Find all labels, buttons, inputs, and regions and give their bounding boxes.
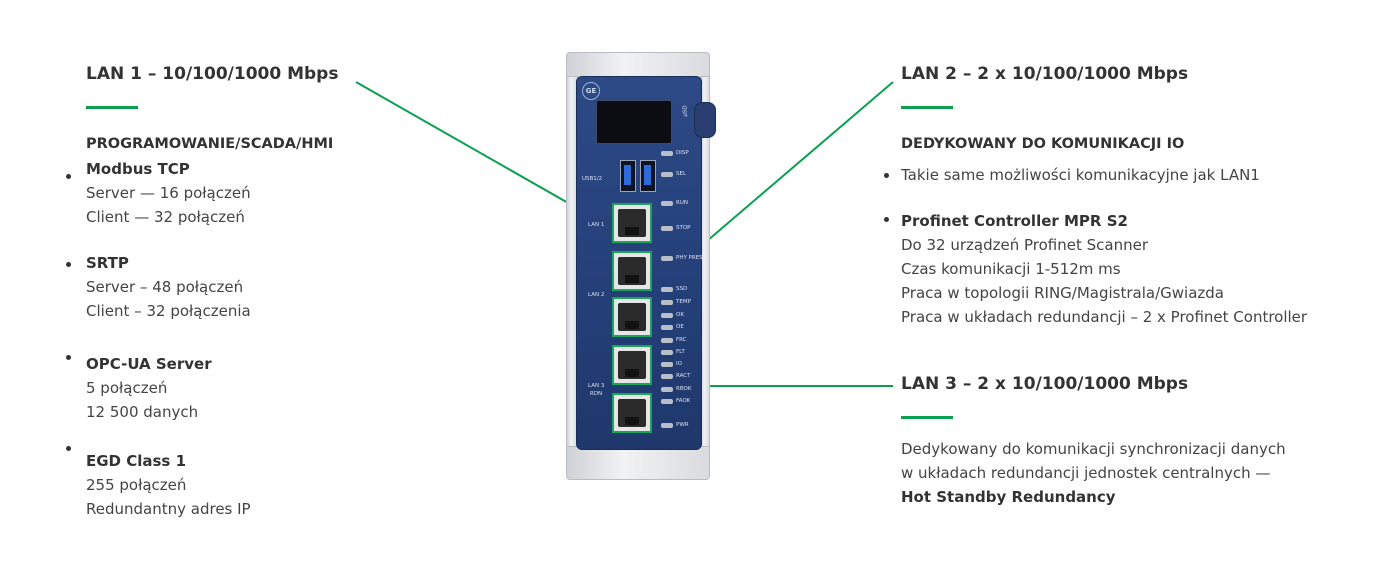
device-top-rail (566, 52, 710, 80)
lan3-port-a[interactable] (612, 345, 652, 385)
status-led-label: SSD (676, 286, 688, 292)
status-led-label: FLT (676, 349, 685, 355)
status-led (661, 201, 673, 206)
status-led (661, 374, 673, 379)
status-led-label: PHY PRES (676, 255, 703, 261)
lan1-group-egd: EGD Class 1 255 połączeń Redundantny adr… (86, 449, 251, 521)
status-led-label: OE (676, 324, 684, 330)
status-led-label: DISP (676, 150, 689, 156)
status-led-label: FAOK (676, 398, 691, 404)
lan2-title: LAN 2 – 2 x 10/100/1000 Mbps (901, 64, 1189, 84)
lan2-port-b[interactable] (612, 297, 652, 337)
group-name: Profinet Controller MPR S2 (901, 212, 1128, 230)
lan2-bullet-text: Takie same możliwości komunikacyjne jak … (901, 166, 1260, 184)
status-led-label: IO (676, 361, 682, 367)
status-led-label: SEL (676, 171, 687, 177)
status-led-label: RBOK (676, 386, 692, 392)
lan2-heading: DEDYKOWANY DO KOMUNIKACJI IO (901, 136, 1185, 152)
rj45-jack-icon (618, 209, 646, 237)
group-name: OPC-UA Server (86, 355, 212, 373)
lan2-rule (901, 106, 953, 109)
status-led (661, 387, 673, 392)
lan2-profinet-group: Profinet Controller MPR S2 Do 32 urządze… (901, 209, 1307, 329)
group-line: Czas komunikacji 1-512m ms (901, 260, 1121, 278)
group-line: Server — 16 połączeń (86, 184, 251, 202)
rj45-jack-icon (618, 351, 646, 379)
status-led (661, 313, 673, 318)
port-label-lan3: LAN 3 (588, 383, 605, 389)
usb-port-2[interactable] (640, 160, 656, 192)
status-led (661, 350, 673, 355)
lan1-group-modbus: Modbus TCP Server — 16 połączeń Client —… (86, 157, 251, 229)
lan2-port-a[interactable] (612, 251, 652, 291)
port-label-rdn: RDN (590, 391, 603, 397)
lan3-description: Dedykowany do komunikacji synchronizacji… (901, 437, 1286, 509)
lan3-rule (901, 416, 953, 419)
bullet-dot (884, 217, 889, 222)
lan1-title: LAN 1 – 10/100/1000 Mbps (86, 64, 339, 84)
status-led-label: PWR (676, 422, 689, 428)
group-line: Do 32 urządzeń Profinet Scanner (901, 236, 1148, 254)
status-led (661, 287, 673, 292)
group-line: Client – 32 połączenia (86, 302, 251, 320)
usb-port-1[interactable] (620, 160, 636, 192)
lan3-port-b[interactable] (612, 393, 652, 433)
rj45-jack-icon (618, 399, 646, 427)
group-line: 12 500 danych (86, 403, 199, 421)
device-bottom-rail (566, 446, 710, 480)
usb-label: USB1/2 (582, 176, 603, 182)
status-led (661, 226, 673, 231)
status-led (661, 256, 673, 261)
bullet-dot (66, 446, 71, 451)
ge-logo-icon: GE (582, 82, 600, 100)
lan3-bold: Hot Standby Redundancy (901, 488, 1116, 506)
usd-slot-icon[interactable] (694, 102, 716, 138)
group-line: Server – 48 połączeń (86, 278, 244, 296)
status-led-label: RUN (676, 200, 688, 206)
lan1-heading: PROGRAMOWANIE/SCADA/HMI (86, 136, 334, 152)
group-line: 255 połączeń (86, 476, 187, 494)
lan3-line: Dedykowany do komunikacji synchronizacji… (901, 440, 1286, 458)
port-label-lan2: LAN 2 (588, 292, 605, 298)
rj45-jack-icon (618, 257, 646, 285)
status-led-label: STOP (676, 225, 691, 231)
group-line: 5 połączeń (86, 379, 168, 397)
port-label-lan1: LAN 1 (588, 222, 605, 228)
lan1-rule (86, 106, 138, 109)
lan3-title: LAN 3 – 2 x 10/100/1000 Mbps (901, 374, 1189, 394)
group-line: Redundantny adres IP (86, 500, 251, 518)
status-led (661, 151, 673, 156)
group-line: Praca w układach redundancji – 2 x Profi… (901, 308, 1308, 326)
status-led (661, 423, 673, 428)
bullet-dot (66, 355, 71, 360)
status-led (661, 399, 673, 404)
bullet-dot (884, 173, 889, 178)
status-led-label: TEMP (676, 299, 691, 305)
group-name: EGD Class 1 (86, 452, 187, 470)
status-led (661, 362, 673, 367)
group-name: Modbus TCP (86, 160, 190, 178)
device-display (596, 100, 672, 144)
lan3-line: w układach redundancji jednostek central… (901, 464, 1271, 482)
status-led-label: OK (676, 312, 684, 318)
status-led (661, 172, 673, 177)
status-led-label: FRC (676, 337, 687, 343)
bullet-dot (66, 174, 71, 179)
bullet-dot (66, 262, 71, 267)
lan1-port[interactable] (612, 203, 652, 243)
knob-label: μSD (682, 105, 689, 117)
status-led-label: RACT (676, 373, 691, 379)
status-led (661, 300, 673, 305)
rj45-jack-icon (618, 303, 646, 331)
status-led (661, 325, 673, 330)
group-line: Client — 32 połączeń (86, 208, 245, 226)
status-led (661, 338, 673, 343)
group-name: SRTP (86, 254, 129, 272)
lan1-group-srtp: SRTP Server – 48 połączeń Client – 32 po… (86, 251, 251, 323)
group-line: Praca w topologii RING/Magistrala/Gwiazd… (901, 284, 1224, 302)
lan1-group-opcua: OPC-UA Server 5 połączeń 12 500 danych (86, 352, 212, 424)
